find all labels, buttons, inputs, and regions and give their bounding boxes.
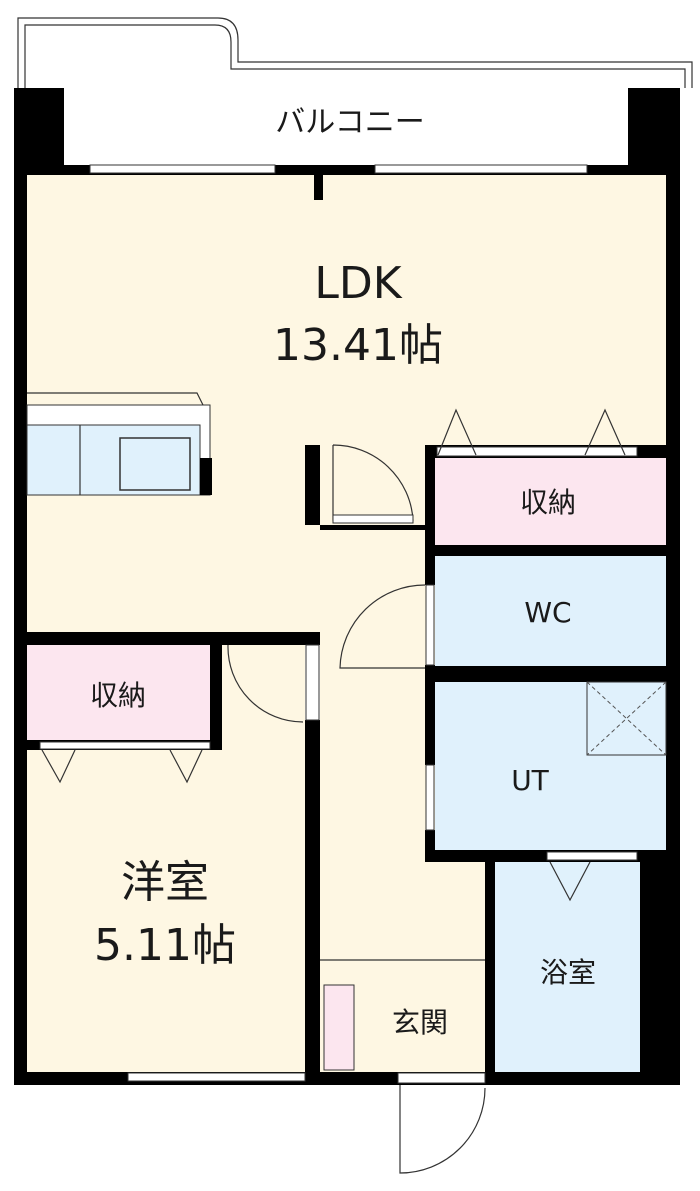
washer-space — [586, 681, 667, 756]
bedroom-label: 洋室 — [121, 857, 209, 908]
bath-floor — [495, 862, 640, 1075]
ut-label: UT — [511, 764, 549, 797]
storage-ldk-floor — [435, 458, 666, 545]
shoe-cabinet — [323, 984, 355, 1071]
bath-label: 浴室 — [540, 956, 596, 989]
balcony-window-right — [374, 164, 588, 174]
kitchen-counter — [26, 392, 212, 496]
storage-ldk-label: 収納 — [520, 486, 576, 519]
storage-bedroom-label: 収納 — [90, 679, 146, 712]
doors — [41, 408, 626, 1174]
wc-floor — [435, 556, 666, 666]
balcony: バルコニー — [17, 17, 693, 140]
entrance-label: 玄関 — [392, 1006, 448, 1039]
bedroom-area: 5.11帖 — [94, 920, 236, 971]
storage-bedroom-floor — [27, 645, 210, 740]
bedroom-window — [127, 1072, 306, 1082]
balcony-window-left — [89, 164, 276, 174]
balcony-label: バルコニー — [275, 105, 424, 140]
ldk-area: 13.41帖 — [273, 320, 443, 371]
wc-label: WC — [524, 596, 571, 629]
ldk-label: LDK — [314, 258, 402, 309]
